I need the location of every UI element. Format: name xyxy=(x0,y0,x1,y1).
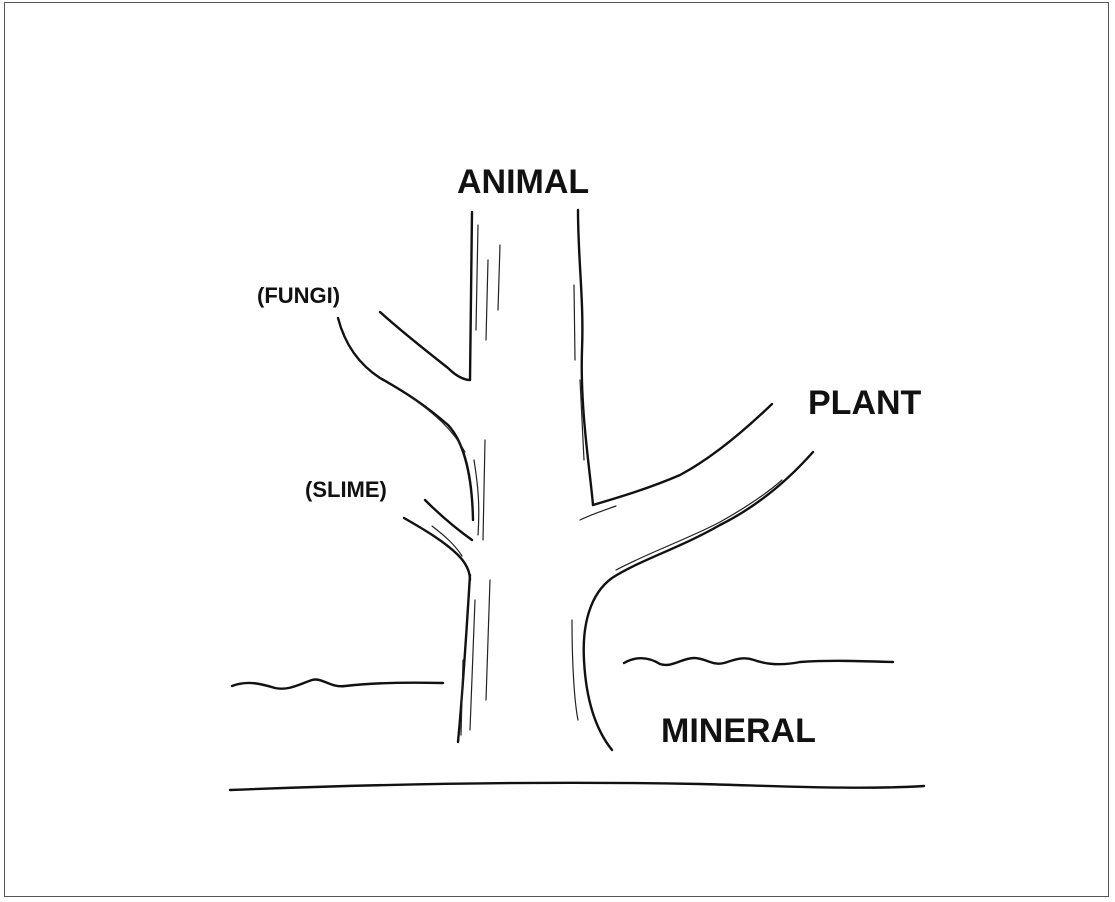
label-mineral: MINERAL xyxy=(661,712,816,750)
bark-line xyxy=(474,460,479,535)
slime-branch-lower-edge xyxy=(404,518,470,580)
bark-line xyxy=(476,225,478,330)
label-slime: (SLIME) xyxy=(305,477,387,502)
bark-line xyxy=(572,620,578,720)
bark-line xyxy=(412,398,465,452)
ground-line-right xyxy=(624,658,893,665)
bark-line xyxy=(470,600,475,730)
plant-branch xyxy=(580,404,813,750)
trunk-right-edge xyxy=(578,210,593,505)
bark-line xyxy=(616,480,782,570)
label-fungi: (FUNGI) xyxy=(257,283,340,308)
trunk-left-edge xyxy=(470,212,472,380)
slime-branch xyxy=(404,500,472,580)
bark-line xyxy=(580,506,616,520)
bark-line xyxy=(486,260,488,340)
baseline xyxy=(230,783,924,790)
bark-line xyxy=(498,245,500,310)
ground-line-left xyxy=(232,679,443,688)
bark-line xyxy=(574,285,575,360)
trunk-left-edge-lower xyxy=(458,575,470,742)
bark-line xyxy=(483,440,485,540)
label-animal: ANIMAL xyxy=(457,163,589,201)
label-plant: PLANT xyxy=(808,384,922,422)
fungi-branch-upper-edge xyxy=(380,312,470,380)
bark-line xyxy=(486,580,490,700)
plant-branch-upper-edge xyxy=(593,404,772,505)
trunk xyxy=(458,210,593,742)
